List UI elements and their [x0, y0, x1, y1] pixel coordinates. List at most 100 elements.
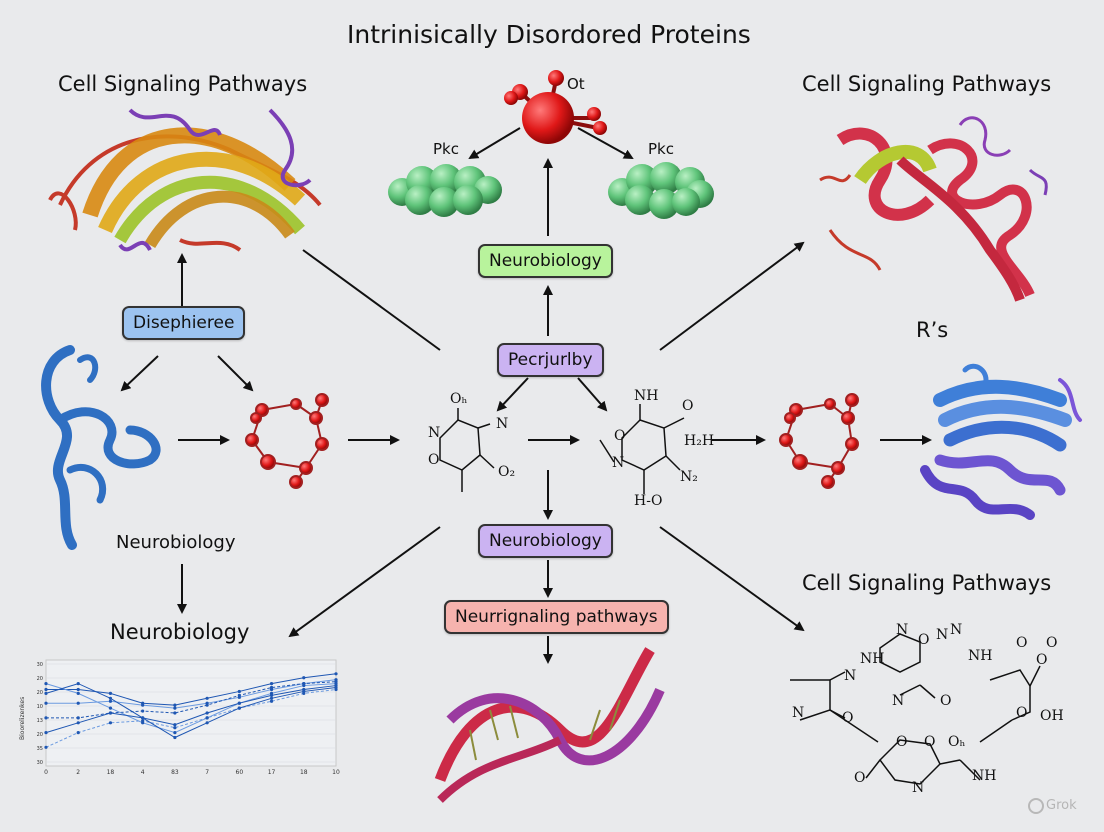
chart-point — [173, 711, 177, 715]
chem-left-3: O — [428, 452, 440, 468]
chart-x-tick: 7 — [205, 769, 209, 776]
chem-mid-1: NH — [634, 388, 659, 404]
chart-point — [302, 689, 306, 694]
chem-br-11: O — [842, 710, 854, 726]
chart-point — [334, 672, 338, 676]
label-ot: Ot — [567, 75, 585, 93]
chart-y-tick: 35 — [37, 746, 43, 752]
chem-br-18: O — [924, 734, 936, 750]
chart-point — [269, 696, 274, 700]
chart-x-tick: 60 — [236, 769, 244, 776]
protein-blue-right — [920, 363, 1082, 520]
chart-y-tick: 13 — [37, 718, 43, 724]
chem-br-21: N — [912, 780, 925, 796]
green-molecule-right — [608, 162, 714, 219]
chart-point — [205, 716, 209, 720]
chart-x-tick: 2 — [76, 769, 80, 776]
chem-left-1: Oₕ — [450, 391, 468, 407]
arrow-center-to-lowerleft — [288, 526, 441, 638]
chart-point — [269, 693, 274, 697]
chart-point — [44, 682, 48, 686]
chart-x-tick: 4 — [141, 769, 145, 776]
chart-series-line — [45, 683, 337, 734]
red-ring-left — [245, 393, 329, 489]
chart-x-tick: 18 — [107, 769, 115, 776]
chem-br-9: O — [940, 693, 952, 709]
chart-x-tick: 10 — [332, 769, 340, 776]
chem-left-2: N — [496, 416, 509, 432]
chart-y-tick: 10 — [37, 704, 43, 710]
chart-point — [173, 703, 177, 707]
chart-point — [205, 703, 209, 707]
box-pecrjurlby: Pecrjurlby — [497, 343, 604, 377]
arrow-ball-to-pkc-right — [577, 127, 634, 159]
chart-point — [205, 696, 209, 700]
chart-y-tick: 30 — [37, 662, 43, 668]
chem-br-22: NH — [972, 768, 997, 784]
chem-br-19: Oₕ — [948, 734, 966, 750]
chart-y-tick: 20 — [37, 690, 43, 696]
watermark-text: Grok — [1046, 798, 1077, 813]
chart-point — [141, 703, 145, 707]
chart-point — [205, 711, 209, 715]
chem-mid-6: N₂ — [680, 469, 698, 485]
protein-top-left — [48, 108, 322, 252]
chart-point — [269, 699, 274, 703]
chem-br-16: OH — [1040, 708, 1064, 724]
chart-point — [302, 676, 306, 680]
chart-series-line — [45, 685, 337, 734]
label-neurobiology-mid-left: Neurobiology — [116, 532, 236, 553]
box-neurobiology-top: Neurobiology — [478, 244, 613, 278]
chart-x-tick: 0 — [44, 769, 48, 776]
chart-point — [76, 716, 80, 720]
left-molecule — [439, 408, 495, 492]
chart-point — [237, 689, 241, 694]
diagram-title: Intrinisically Disordored Proteins — [347, 20, 751, 49]
chart-point — [108, 691, 113, 696]
chem-br-17: O — [896, 734, 908, 750]
chem-br-8: N — [892, 693, 905, 709]
grok-logo-icon — [1028, 798, 1044, 814]
chart-point — [108, 706, 113, 710]
box-neursignaling: Neurrignaling pathways — [444, 600, 669, 634]
protein-blue-left — [41, 345, 161, 550]
chart-y-tick: 30 — [37, 760, 43, 766]
chart-point — [173, 706, 177, 710]
chart-point — [76, 731, 80, 735]
chart-x-tick: 17 — [268, 769, 276, 776]
chart-point — [44, 701, 48, 705]
chart-point — [76, 721, 80, 725]
arrow-center-to-topright — [659, 241, 805, 351]
chem-br-1: N — [896, 622, 909, 638]
chem-mid-2: O — [682, 398, 694, 414]
chart-point — [108, 699, 113, 703]
chart-point — [108, 696, 113, 700]
chem-mid-3: O — [614, 428, 626, 444]
chart-point — [76, 682, 80, 686]
chem-br-13: O — [1046, 635, 1058, 651]
green-molecule-left — [388, 164, 502, 217]
grok-watermark — [1028, 798, 1044, 814]
chart-x-tick: 83 — [171, 769, 179, 776]
chart-point — [76, 687, 80, 692]
arrow-ball-to-pkc-left — [468, 127, 521, 160]
chart-point — [44, 687, 48, 692]
chart-ylabel: Bioorelizenkes — [19, 697, 26, 740]
box-neurobiology-mid: Neurobiology — [478, 524, 613, 558]
chem-left-5: O₂ — [498, 464, 516, 480]
chart-point — [173, 731, 177, 735]
chem-br-14: O — [1036, 652, 1048, 668]
mid-molecule — [599, 404, 685, 494]
chart-point — [269, 682, 274, 686]
chart-point — [76, 691, 80, 696]
chem-br-7: N — [844, 668, 857, 684]
arrow-center-to-bottomright — [659, 526, 805, 632]
chart-y-tick: 20 — [37, 732, 43, 738]
arrow-disephieree-downright — [217, 355, 254, 392]
label-pkc-left: Pkc — [433, 140, 459, 158]
chart-point — [237, 701, 241, 705]
